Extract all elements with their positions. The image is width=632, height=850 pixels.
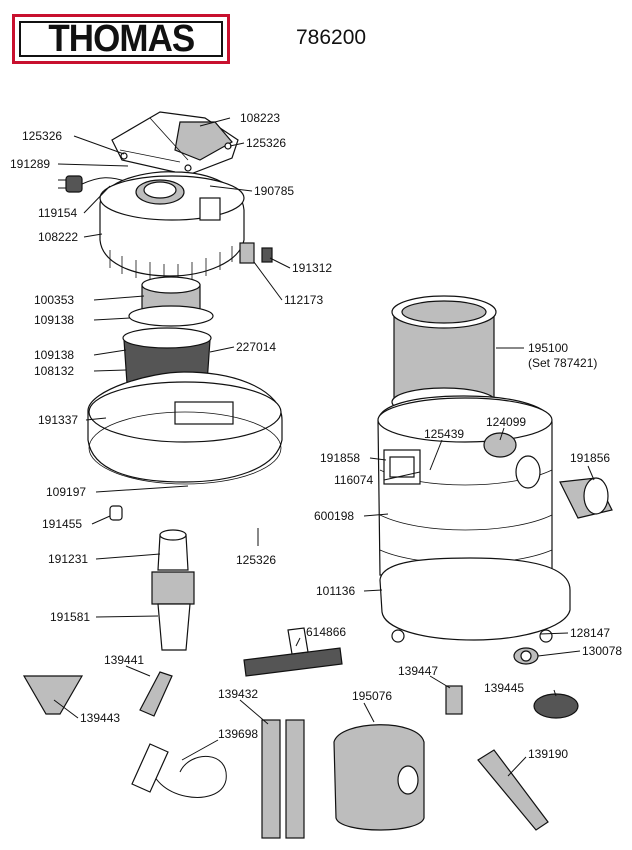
suction-tube-top-drawing [157,529,189,571]
suction-hose-drawing [131,743,227,798]
part-label-195100: 195100 [528,341,568,355]
head-lid-drawing [87,371,283,483]
part-label-124099: 124099 [486,415,526,429]
part-label-125326-bottom: 125326 [236,553,276,567]
part-label-125326-left: 125326 [22,129,62,143]
part-label-125326-right: 125326 [246,136,286,150]
part-label-191289: 191289 [10,157,50,171]
round-brush-drawing [533,693,579,719]
part-label-100353: 100353 [34,293,74,307]
thomas-logo: THOMAS [12,14,230,64]
part-label-set-787421: (Set 787421) [528,356,597,370]
container-base-drawing [379,557,571,643]
part-label-109138-bottom: 109138 [34,348,74,362]
crevice-tool-drawing [139,671,173,717]
part-labels: 108223 125326 125326 191289 190785 11915… [10,111,622,761]
motor-housing-drawing [99,171,245,282]
part-label-190785: 190785 [254,184,294,198]
part-label-191858: 191858 [320,451,360,465]
part-label-108223: 108223 [240,111,280,125]
part-label-191581: 191581 [50,610,90,624]
extension-tubes-drawing [261,719,305,839]
adapter-drawing [445,685,463,715]
suction-tube-drawing [151,571,195,651]
part-label-139441: 139441 [104,653,144,667]
part-label-139432: 139432 [218,687,258,701]
part-label-109138-top: 109138 [34,313,74,327]
part-label-108132: 108132 [34,364,74,378]
part-label-191337: 191337 [38,413,78,427]
part-label-119154: 119154 [38,206,77,220]
long-nozzle-drawing [477,749,549,831]
part-label-614866: 614866 [306,625,346,639]
logo-frame: THOMAS [19,18,223,60]
part-label-191231: 191231 [48,552,88,566]
part-label-600198: 600198 [314,509,354,523]
top-cover-drawing [111,111,239,176]
part-label-130078: 130078 [582,644,622,658]
switch-drawing [239,242,273,264]
part-label-139447: 139447 [398,664,438,678]
motor-drawing [128,276,214,327]
part-label-191856: 191856 [570,451,610,465]
part-label-128147: 128147 [570,626,610,640]
brand-wordmark: THOMAS [48,18,195,60]
hose-inlet-drawing [559,477,613,519]
model-number: 786200 [296,26,367,49]
container-drawing [377,395,553,576]
part-label-109197: 109197 [46,485,86,499]
part-label-191455: 191455 [42,517,82,531]
part-label-227014: 227014 [236,340,276,354]
gasket-ring-drawing [88,411,282,485]
part-label-116074: 116074 [334,473,373,487]
caster-drawing [513,647,539,665]
hose-connector-drawing [109,505,123,521]
part-label-139698: 139698 [218,727,258,741]
part-label-139190: 139190 [528,747,568,761]
part-label-139443: 139443 [80,711,120,725]
part-label-108222: 108222 [38,230,78,244]
part-label-112173: 112173 [284,293,323,307]
part-label-101136: 101136 [316,584,355,598]
filter-bag-drawing [333,724,425,831]
upholstery-tool-drawing [22,675,84,715]
leader-lines [53,117,595,777]
part-label-191312: 191312 [292,261,332,275]
part-label-139445: 139445 [484,681,524,695]
part-label-195076: 195076 [352,689,392,703]
part-label-125439: 125439 [424,427,464,441]
